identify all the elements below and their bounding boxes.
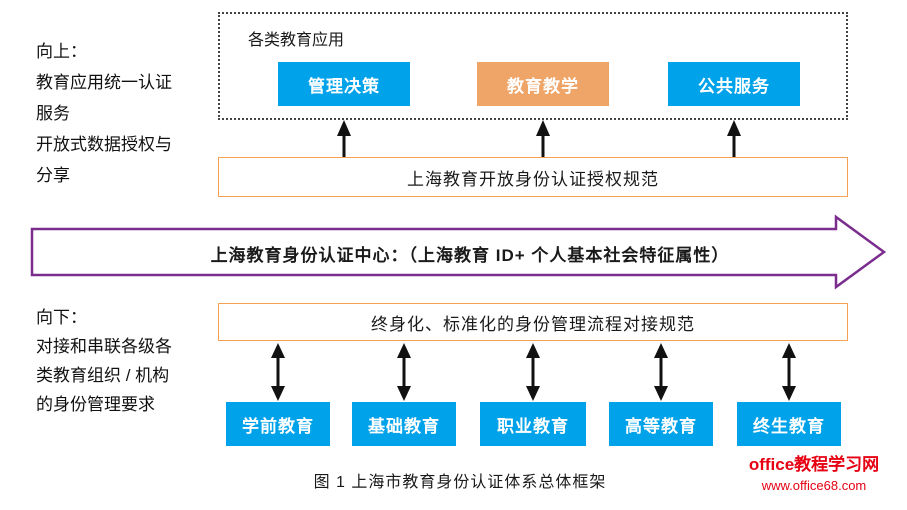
edu-box-vocational: 职业教育	[480, 402, 586, 446]
watermark: office教程学习网 www.office68.com	[740, 450, 888, 493]
flow-arrow-right-icon	[30, 214, 887, 290]
double-arrow-icon	[397, 343, 411, 401]
double-arrow-icon	[271, 343, 285, 401]
label-downward-requirements: 向下： 对接和串联各级各 类教育组织 / 机构 的身份管理要求	[36, 308, 172, 414]
education-apps-container	[218, 12, 848, 120]
education-apps-title: 各类教育应用	[248, 32, 345, 49]
edu-box-lifelong: 终生教育	[737, 402, 841, 446]
double-arrow-icon	[782, 343, 796, 401]
edu-box-basic: 基础教育	[352, 402, 456, 446]
edu-box-preschool: 学前教育	[226, 402, 330, 446]
double-arrow-icon	[654, 343, 668, 401]
app-box-management-decision: 管理决策	[278, 62, 410, 106]
up-arrow-icon	[727, 120, 741, 158]
app-box-public-service: 公共服务	[668, 62, 800, 106]
manage-spec-box: 终身化、标准化的身份管理流程对接规范	[218, 303, 848, 341]
identity-center-label: 上海教育身份认证中心：（上海教育 ID+ 个人基本社会特征属性）	[210, 246, 730, 265]
watermark-site-name: office教程学习网	[748, 455, 880, 474]
app-box-education-teaching: 教育教学	[477, 62, 609, 106]
up-arrow-icon	[337, 120, 351, 158]
auth-spec-box: 上海教育开放身份认证授权规范	[218, 157, 848, 197]
watermark-site-url: www.office68.com	[761, 478, 867, 493]
up-arrow-icon	[536, 120, 550, 158]
figure-caption: 图 1 上海市教育身份认证体系总体框架	[313, 474, 607, 491]
label-upward-services: 向上： 教育应用统一认证 服务 开放式数据授权与 分享	[36, 42, 172, 185]
double-arrow-icon	[526, 343, 540, 401]
edu-box-higher: 高等教育	[609, 402, 713, 446]
